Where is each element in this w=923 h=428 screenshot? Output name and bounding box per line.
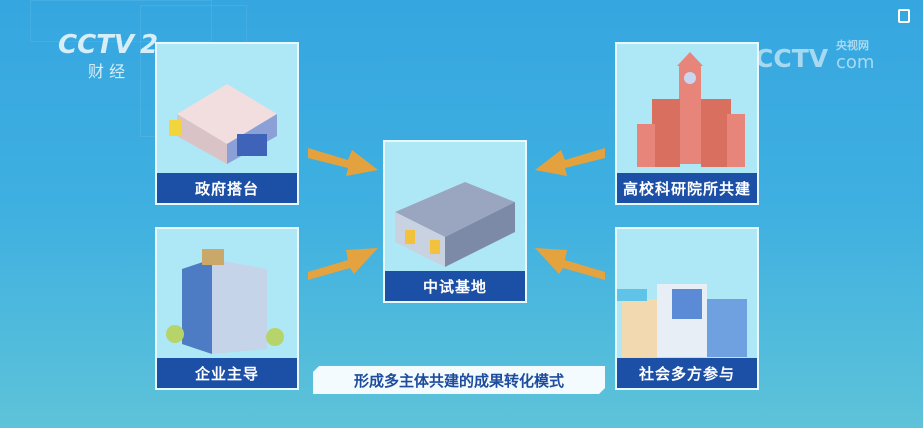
arrow-icon — [308, 248, 378, 280]
card-university: 高校科研院所共建 — [615, 42, 759, 205]
card-enterprise: 企业主导 — [155, 227, 299, 390]
label-university: 高校科研院所共建 — [617, 173, 757, 203]
watermark-domain: com — [836, 52, 875, 73]
factory-icon — [395, 182, 515, 267]
watermark-sub: 央视网 — [836, 39, 869, 52]
office-tower-icon — [166, 249, 284, 354]
logo-number: 2 — [140, 30, 159, 60]
card-society: 社会多方参与 — [615, 227, 759, 390]
arrow-icon — [535, 148, 605, 176]
watermark-brand: CCTV — [755, 44, 829, 73]
label-government: 政府搭台 — [157, 173, 297, 203]
university-building-icon — [637, 52, 745, 167]
label-enterprise: 企业主导 — [157, 358, 297, 388]
community-buildings-icon — [617, 284, 747, 357]
logo-channel-name: 财 经 — [88, 62, 126, 81]
device-icon — [898, 9, 910, 23]
caption-banner: 形成多主体共建的成果转化模式 — [313, 366, 605, 394]
card-pilot-base: 中试基地 — [383, 140, 527, 303]
arrow-icon — [535, 248, 605, 280]
card-government: 政府搭台 — [155, 42, 299, 205]
government-building-icon — [169, 84, 277, 164]
label-pilot-base: 中试基地 — [385, 271, 525, 301]
bg-grid — [30, 0, 212, 42]
label-society: 社会多方参与 — [617, 358, 757, 388]
arrow-icon — [308, 148, 378, 176]
logo-brand: CCTV — [58, 30, 135, 60]
